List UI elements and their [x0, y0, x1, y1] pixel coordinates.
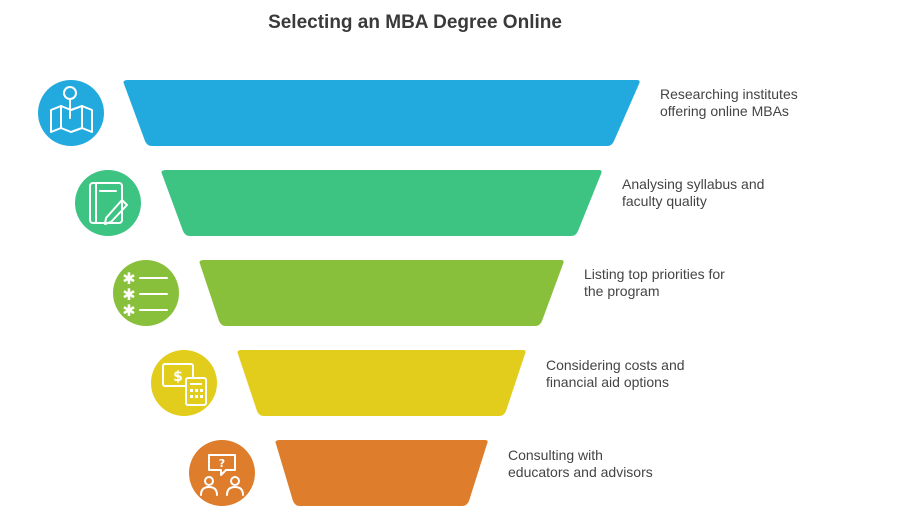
funnel-band-4: [237, 350, 526, 416]
svg-text:✱: ✱: [122, 301, 135, 320]
stage-4-label-line1: Considering costs and: [546, 357, 685, 373]
stage-3-label-line2: the program: [584, 283, 660, 299]
stage-1-label-line1: Researching institutes: [660, 86, 798, 102]
funnel-band-2: [161, 170, 602, 236]
stage-4-label: Considering costs and financial aid opti…: [546, 357, 766, 391]
funnel-band-1: [123, 80, 640, 146]
stage-2-label: Analysing syllabus and faculty quality: [622, 176, 842, 210]
stage-1-label-line2: offering online MBAs: [660, 103, 789, 119]
diagram-title: Selecting an MBA Degree Online: [268, 12, 562, 33]
funnel-band-5: [275, 440, 488, 506]
svg-text:$: $: [173, 369, 183, 385]
svg-text:✱: ✱: [122, 285, 135, 304]
stage-5-label-line1: Consulting with: [508, 447, 603, 463]
stage-5-label-line2: educators and advisors: [508, 464, 653, 480]
svg-text:✱: ✱: [122, 269, 135, 288]
stage-2-label-line1: Analysing syllabus and: [622, 176, 765, 192]
stage-3-label-line1: Listing top priorities for: [584, 266, 725, 282]
notebook-pen-icon: [75, 170, 141, 236]
svg-text:?: ?: [219, 457, 225, 470]
map-pin-icon: [38, 80, 104, 146]
funnel-band-3: [199, 260, 564, 326]
stage-3-label: Listing top priorities for the program: [584, 266, 804, 300]
money-calculator-icon: $: [151, 350, 217, 416]
stage-5-label: Consulting with educators and advisors: [508, 447, 728, 481]
stage-2-label-line2: faculty quality: [622, 193, 707, 209]
stage-4-label-line2: financial aid options: [546, 374, 669, 390]
stage-1-label: Researching institutes offering online M…: [660, 86, 880, 120]
checklist-icon: ✱ ✱ ✱: [113, 260, 179, 326]
consultation-icon: ?: [189, 440, 255, 506]
